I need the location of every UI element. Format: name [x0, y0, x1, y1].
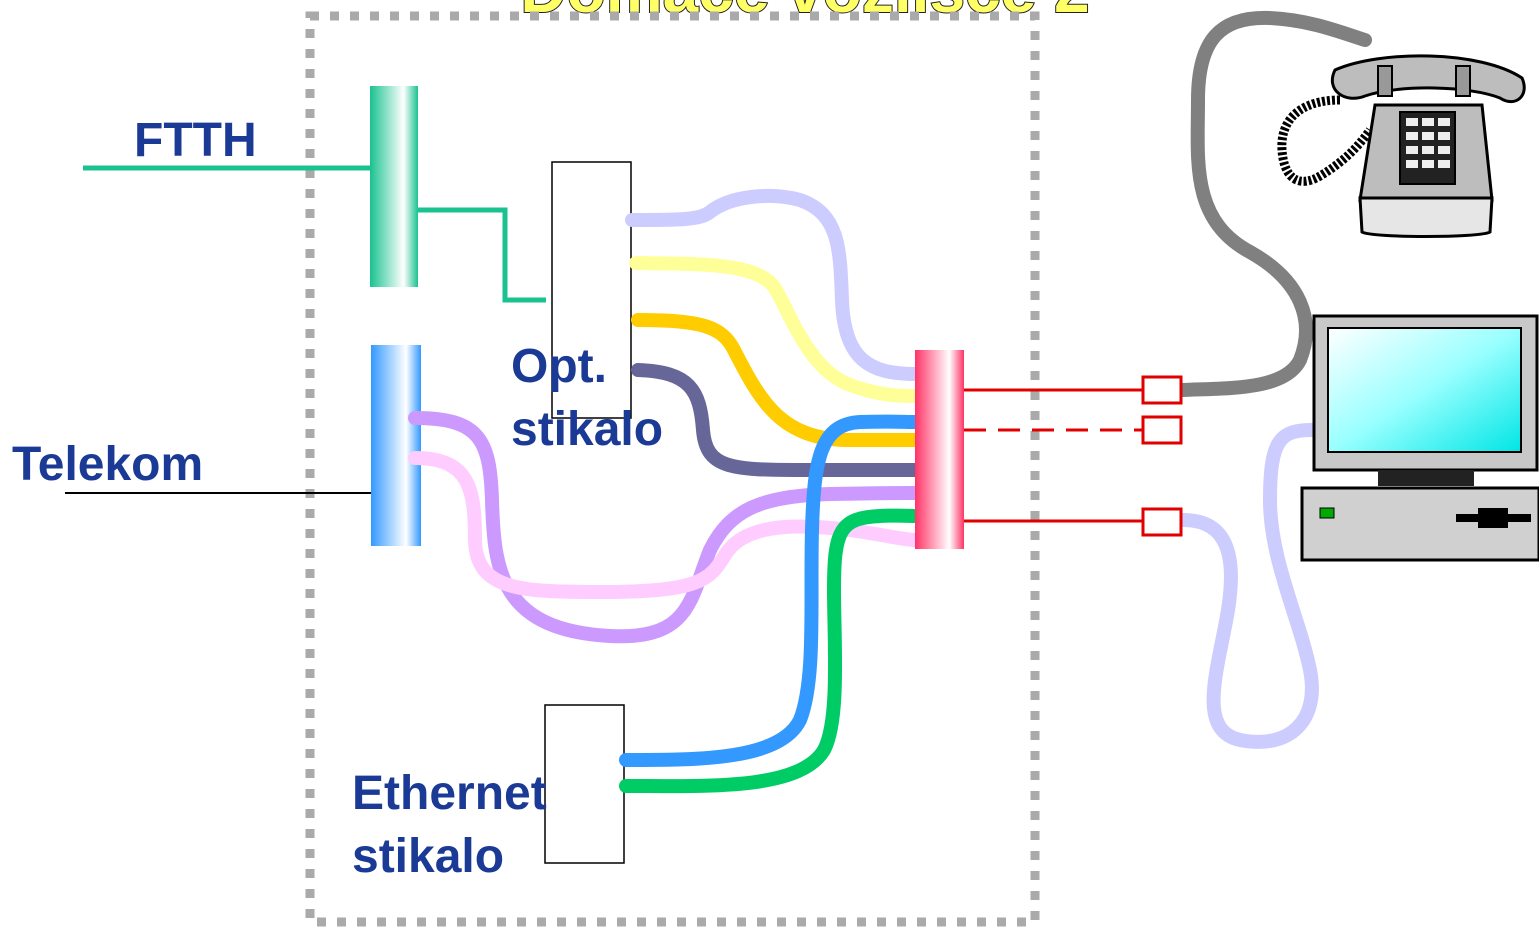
optical-switch-box: [551, 161, 632, 419]
telekom-label: Telekom: [12, 438, 203, 491]
cable-lavender-pc: [1176, 423, 1319, 749]
cable-blue: [619, 414, 922, 767]
cable-green: [619, 508, 922, 794]
diagram-title: Domače vozlišče 2: [520, 0, 1089, 26]
telephone-icon: [1277, 54, 1526, 238]
home-node-boundary: [305, 11, 1040, 927]
ftth-connector-bar: [370, 86, 418, 287]
cable-gold: [631, 313, 922, 448]
computer-icon: [1300, 314, 1539, 562]
wall-socket-spare: [1141, 415, 1183, 445]
wall-socket-phone: [1141, 375, 1183, 405]
cable-lavender: [625, 189, 922, 381]
ethernet-switch-label-line2: stikalo: [352, 830, 504, 883]
wall-socket-pc: [1141, 507, 1183, 537]
ftth-to-switch-line: [418, 207, 546, 303]
cable-gray-phone: [1176, 10, 1372, 397]
patch-panel: [915, 350, 964, 549]
cable-purple: [408, 411, 922, 644]
cable-slate: [631, 363, 922, 477]
optical-switch-label-line2: stikalo: [511, 403, 663, 456]
ethernet-switch-label-line1: Ethernet: [352, 767, 547, 820]
cable-lightyellow: [629, 256, 922, 403]
optical-switch-label-line1: Opt.: [511, 340, 607, 393]
ethernet-switch-box: [544, 704, 625, 864]
telekom-connector-bar: [371, 345, 421, 546]
ftth-label: FTTH: [134, 114, 257, 167]
